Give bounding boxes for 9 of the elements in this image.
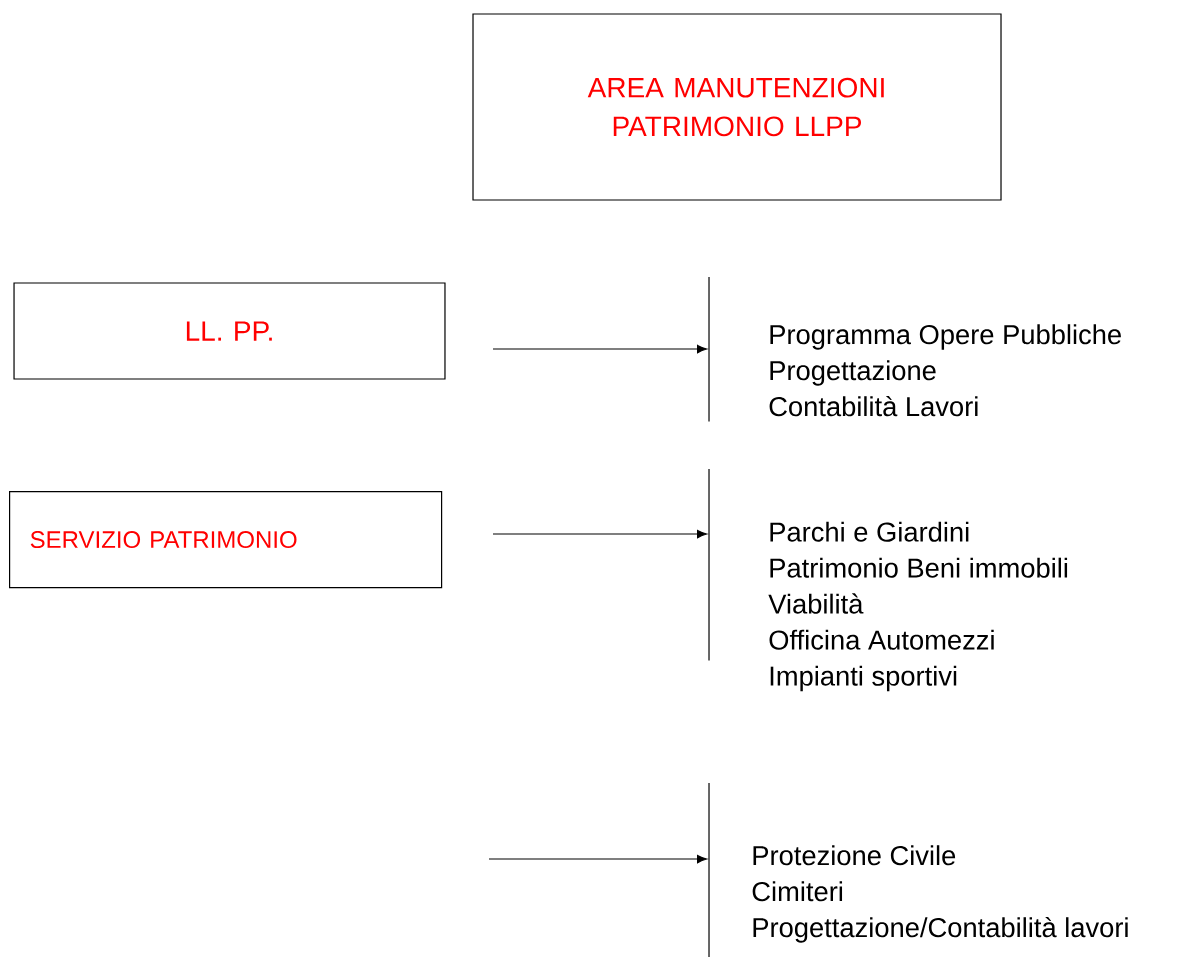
arrow [492, 529, 708, 539]
arrow [492, 344, 708, 354]
title-box: LL. PP. [13, 282, 446, 380]
arrow [488, 854, 708, 864]
activity-list: Parchi e Giardini Patrimonio Beni immobili Viabilità Officina Automezzi Impianti sportivi [708, 468, 1068, 692]
activity-list: Protezione Civile Cimiteri Progettazione/Contabilità lavori [708, 782, 1128, 957]
title-box: AREA MANUTENZIONI PATRIMONIO LLPP [472, 13, 1002, 201]
service-box: SERVIZIO PATRIMONIO [9, 491, 443, 589]
activity-list: Programma Opere Pubbliche Progettazione Contabilità Lavori [708, 276, 1121, 423]
